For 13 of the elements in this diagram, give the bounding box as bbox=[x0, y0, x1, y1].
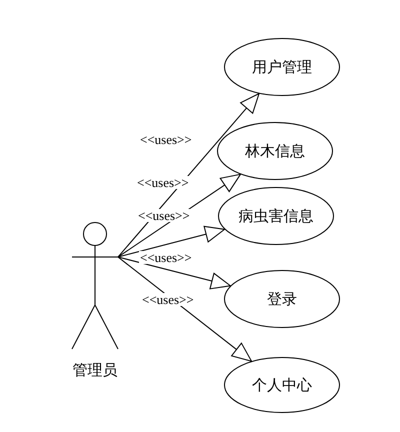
edge-label: <<uses>> bbox=[139, 251, 193, 264]
use-case-label: 个人中心 bbox=[252, 376, 312, 394]
actor-label: 管理员 bbox=[72, 361, 118, 380]
arrow bbox=[118, 256, 231, 290]
use-case-label: 用户管理 bbox=[252, 58, 312, 76]
edge-label: <<uses>> bbox=[141, 293, 195, 306]
arrow bbox=[118, 256, 252, 362]
edge-label: <<uses>> bbox=[136, 176, 190, 189]
use-case-label: 病虫害信息 bbox=[238, 206, 314, 226]
use-case-label: 登录 bbox=[267, 290, 297, 308]
arrow bbox=[118, 226, 226, 258]
use-case-label: 林木信息 bbox=[245, 142, 305, 160]
edge-label: <<uses>> bbox=[137, 209, 191, 222]
